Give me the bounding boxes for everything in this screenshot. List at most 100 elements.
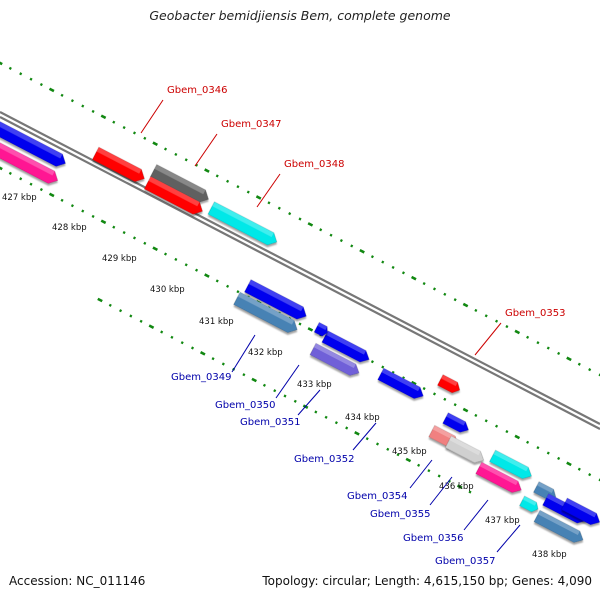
tick-mark <box>484 419 488 423</box>
backbone-line <box>0 116 600 430</box>
gene-gbem-0350[interactable] <box>233 291 301 336</box>
gene-label[interactable]: Gbem_0352 <box>294 454 354 465</box>
tick-mark <box>246 190 250 194</box>
gene-highlight <box>449 436 481 456</box>
tick-mark <box>288 212 292 216</box>
tick-mark <box>598 478 600 482</box>
gene-gbem-0356[interactable] <box>444 435 486 466</box>
gene-gbem-0351[interactable] <box>321 330 372 366</box>
gene-highlight <box>313 343 356 369</box>
gene-label[interactable]: Gbem_0355 <box>370 509 430 520</box>
tick-mark <box>60 93 64 97</box>
tick-label: 438 kbp <box>532 550 567 560</box>
tick-mark <box>474 413 478 418</box>
tick-mark <box>100 114 107 120</box>
gene-gbem-0346[interactable] <box>91 146 147 185</box>
gene-label[interactable]: Gbem_0348 <box>284 159 344 170</box>
tick-mark <box>81 209 85 213</box>
gene-gbem-0348[interactable] <box>207 201 280 249</box>
gene-unlabeled[interactable] <box>519 495 540 514</box>
backbone <box>0 111 600 430</box>
tick-mark <box>273 389 277 393</box>
tick-mark <box>148 324 155 329</box>
gene-highlight <box>522 495 537 506</box>
tick-mark <box>251 377 257 383</box>
leader-line <box>429 476 453 506</box>
tick-mark <box>199 351 206 356</box>
tick-mark <box>401 271 405 275</box>
tick-mark <box>226 179 230 183</box>
gene-label[interactable]: Gbem_0353 <box>505 308 565 319</box>
tick-mark <box>314 410 318 414</box>
tick-mark <box>462 302 469 308</box>
tick-mark <box>129 314 133 318</box>
gene-unlabeled[interactable] <box>143 176 205 217</box>
gene-unlabeled[interactable] <box>0 138 61 186</box>
tick-mark <box>495 319 499 323</box>
gene-layer <box>0 119 600 546</box>
tick-mark <box>48 87 55 93</box>
tick-mark <box>598 373 600 377</box>
gene-label[interactable]: Gbem_0351 <box>240 417 300 428</box>
gene-highlight <box>381 368 421 392</box>
tick-mark <box>255 195 262 200</box>
tick-label: 427 kbp <box>2 193 37 203</box>
gene-gbem-0353[interactable] <box>437 374 462 396</box>
gene-label[interactable]: Gbem_0346 <box>167 85 227 96</box>
gene-unlabeled[interactable] <box>533 509 586 546</box>
tick-mark <box>405 457 412 463</box>
tick-mark <box>588 368 592 372</box>
tick-mark <box>262 383 266 387</box>
gene-unlabeled[interactable] <box>377 367 427 402</box>
gene-label[interactable]: Gbem_0356 <box>403 533 463 544</box>
tick-mark <box>39 187 43 192</box>
tick-mark <box>8 171 12 175</box>
tick-mark <box>334 421 338 425</box>
tick-mark <box>236 290 240 294</box>
tick-mark <box>319 228 323 232</box>
gene-highlight <box>325 330 366 355</box>
leader-line <box>474 322 502 356</box>
tick-mark <box>546 346 550 350</box>
leader-line <box>352 422 377 451</box>
tick-mark <box>242 373 246 377</box>
gene-label[interactable]: Gbem_0350 <box>215 400 275 411</box>
tick-mark <box>526 440 530 444</box>
tick-mark <box>48 192 55 198</box>
gene-highlight <box>432 425 456 440</box>
tick-mark <box>184 263 188 267</box>
tick-mark <box>298 217 302 221</box>
tick-mark <box>526 335 530 339</box>
leader-line <box>140 99 164 134</box>
gene-highlight <box>0 139 55 176</box>
tick-mark <box>359 248 365 254</box>
gene-gbem-0349[interactable] <box>244 279 309 323</box>
tick-mark <box>215 174 219 178</box>
leader-line <box>275 364 300 399</box>
gene-gbem-0347[interactable] <box>149 164 211 205</box>
tick-mark <box>81 104 85 108</box>
gene-highlight <box>317 322 328 330</box>
gene-label[interactable]: Gbem_0347 <box>221 119 281 130</box>
gene-unlabeled[interactable] <box>0 119 69 169</box>
tick-label: 430 kbp <box>150 285 185 295</box>
gene-unlabeled[interactable] <box>560 497 600 528</box>
tick-mark <box>437 474 441 478</box>
gene-gbem-0354[interactable] <box>442 412 472 436</box>
tick-mark <box>8 66 12 70</box>
tick-mark <box>97 297 103 303</box>
gene-gbem-0357[interactable] <box>475 461 525 496</box>
tick-mark <box>122 125 126 130</box>
tick-mark <box>184 158 188 162</box>
gene-gbem-0352[interactable] <box>309 342 362 379</box>
gene-label[interactable]: Gbem_0357 <box>435 556 495 567</box>
tick-mark <box>381 365 385 369</box>
gene-label[interactable]: Gbem_0354 <box>347 491 407 502</box>
gene-unlabeled[interactable] <box>313 321 330 337</box>
gene-label[interactable]: Gbem_0349 <box>171 372 231 383</box>
tick-mark <box>432 287 437 291</box>
tick-mark <box>0 166 3 171</box>
gene-unlabeled[interactable] <box>489 449 534 482</box>
tick-mark <box>204 273 210 278</box>
gene-highlight <box>493 450 529 472</box>
